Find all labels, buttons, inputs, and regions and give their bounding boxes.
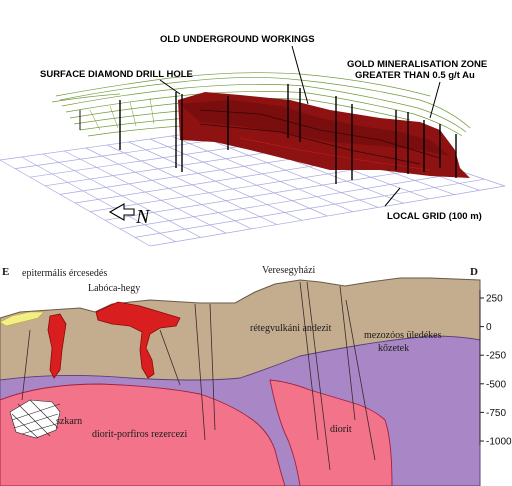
grid-line: [134, 178, 485, 238]
grid-line: [149, 185, 506, 247]
section-end-left: E: [2, 266, 9, 278]
depth-tick-label: 0: [486, 322, 492, 333]
label-old-workings: OLD UNDERGROUND WORKINGS: [160, 34, 315, 45]
label-laboca: Labóca-hegy: [88, 283, 140, 294]
depth-tick-label: -750: [486, 408, 506, 419]
fault-lines: [21, 281, 376, 471]
grid-line: [104, 165, 444, 221]
geological-section: E D epitermális ércesedés Labóca-hegy Ve…: [0, 265, 512, 486]
depth-tick-label: -1000: [486, 437, 512, 448]
label-local-grid: LOCAL GRID (100 m): [387, 211, 482, 222]
section-end-right: D: [470, 266, 478, 278]
label-drill-hole: SURFACE DIAMOND DRILL HOLE: [40, 69, 193, 80]
diorite-body: [269, 379, 393, 486]
diorite-porphyry-body: [0, 383, 286, 486]
north-arrow-icon: N: [108, 203, 151, 228]
north-label: N: [135, 206, 151, 228]
label-epithermal: epitermális ércesedés: [22, 268, 107, 279]
label-gold-zone-2: GREATER THAN 0.5 g/t Au: [355, 70, 475, 81]
label-stratovolcano: rétegvulkáni andezit: [250, 323, 332, 334]
skarn-zone: [9, 399, 61, 439]
leader-lines: [159, 45, 441, 207]
gold-mineralisation-orebody: [178, 92, 470, 178]
grid-line: [119, 172, 465, 230]
label-diorite: diorit: [330, 424, 352, 435]
drill-holes: [79, 84, 457, 184]
depth-tick-label: 250: [486, 294, 503, 305]
label-skarn: szkarn: [56, 416, 82, 427]
label-porphyry: diorit-porfiros rezercezi: [92, 429, 187, 440]
label-gold-zone-1: GOLD MINERALISATION ZONE: [347, 59, 487, 70]
label-veresegyhaz: Veresegyházi: [262, 265, 316, 276]
surface-deposit: [0, 311, 45, 327]
depth-scale: 250 0 -250 -500 -750 -1000: [479, 290, 512, 448]
epithermal-veins: [47, 301, 181, 379]
label-mesozoic-2: kőzetek: [378, 343, 409, 354]
depth-tick-label: -250: [486, 351, 506, 362]
label-mesozoic-1: mezozóos üledékes: [364, 330, 442, 341]
model-3d: OLD UNDERGROUND WORKINGS SURFACE DIAMOND…: [0, 34, 506, 247]
depth-tick-label: -500: [486, 379, 506, 390]
